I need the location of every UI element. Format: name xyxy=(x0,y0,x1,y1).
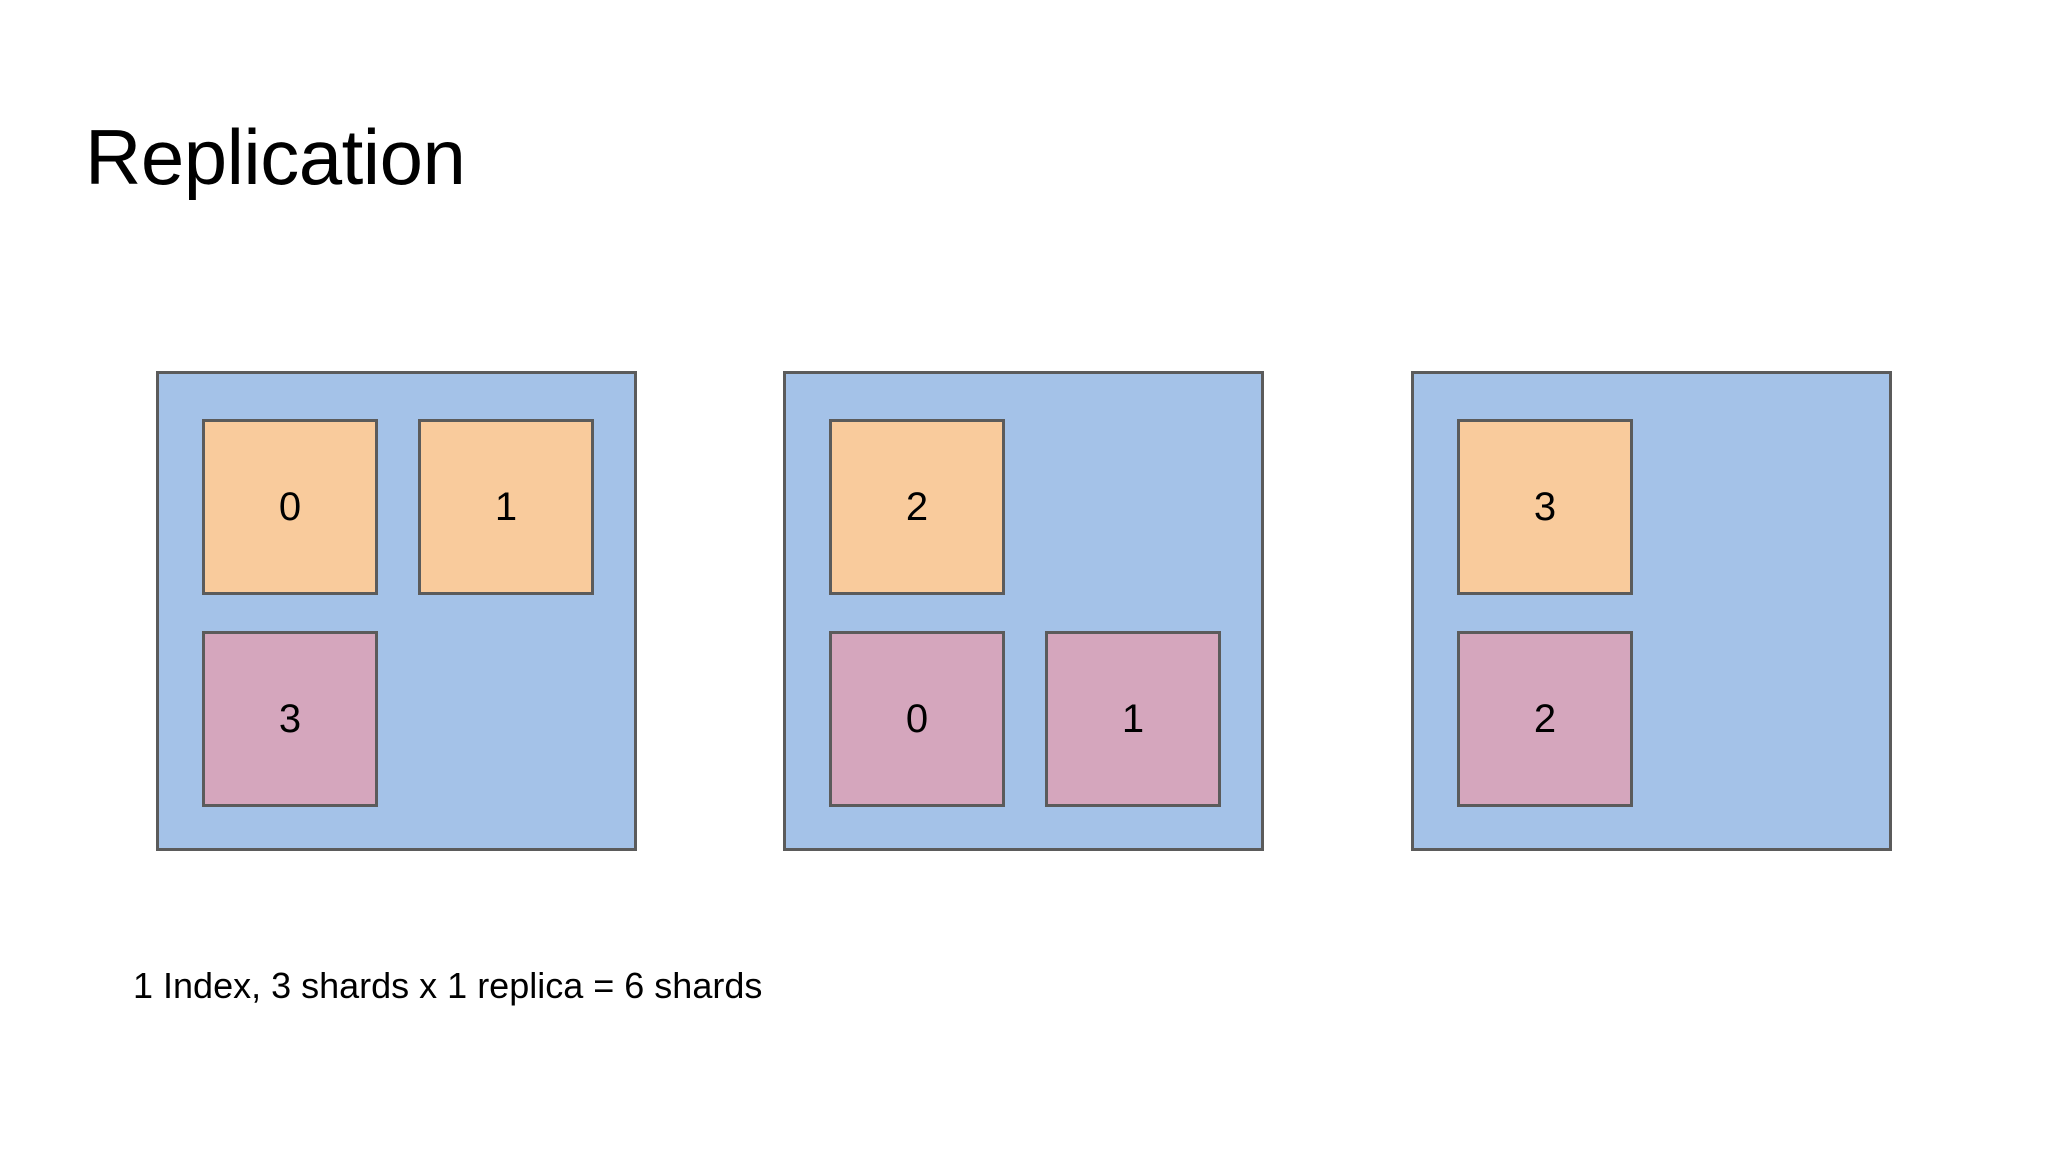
node-box-1[interactable]: 0 1 3 xyxy=(156,371,637,851)
shard-primary-0[interactable]: 0 xyxy=(202,419,378,595)
node-box-3[interactable]: 3 2 xyxy=(1411,371,1892,851)
shard-replica-1[interactable]: 1 xyxy=(1045,631,1221,807)
diagram-caption: 1 Index, 3 shards x 1 replica = 6 shards xyxy=(133,965,763,1006)
shard-label: 1 xyxy=(1121,697,1145,741)
shard-label: 0 xyxy=(278,485,302,529)
shard-label: 2 xyxy=(1533,697,1557,741)
shard-label: 0 xyxy=(905,697,929,741)
page-title: Replication xyxy=(85,113,466,201)
shard-primary-2[interactable]: 2 xyxy=(829,419,1005,595)
shard-label: 3 xyxy=(278,697,302,741)
shard-replica-0[interactable]: 0 xyxy=(829,631,1005,807)
shard-label: 3 xyxy=(1533,485,1557,529)
shard-primary-1[interactable]: 1 xyxy=(418,419,594,595)
nodes-container: 0 1 3 2 0 1 3 xyxy=(156,371,1893,851)
shard-replica-3[interactable]: 3 xyxy=(202,631,378,807)
shard-primary-3[interactable]: 3 xyxy=(1457,419,1633,595)
shard-replica-2[interactable]: 2 xyxy=(1457,631,1633,807)
node-box-2[interactable]: 2 0 1 xyxy=(783,371,1264,851)
shard-label: 1 xyxy=(494,485,518,529)
shard-label: 2 xyxy=(905,485,929,529)
